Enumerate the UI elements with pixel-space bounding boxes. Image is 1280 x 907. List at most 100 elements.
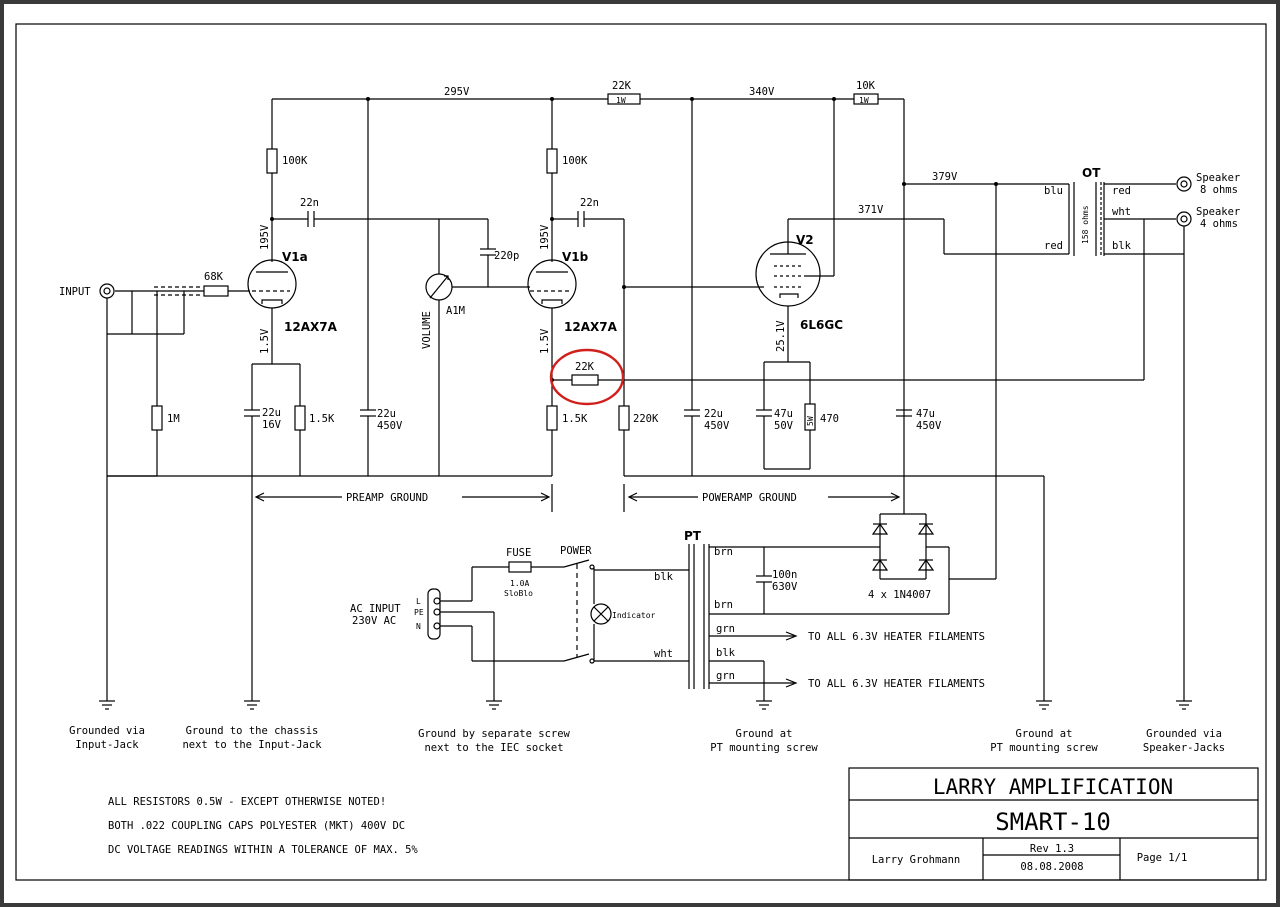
ground-symbols: [99, 700, 1192, 710]
components-r_22k_rail_w-label: 1W: [616, 96, 626, 105]
tube-v1a: [247, 259, 297, 309]
resistor-22k-1w: [607, 93, 641, 105]
components-diodes-label: 4 x 1N4007: [868, 589, 931, 601]
grounds-g6b-label: Speaker-Jacks: [1143, 742, 1225, 754]
components-r_10k_rail-label: 10K: [856, 80, 876, 92]
resistor-22k-feedback: [571, 374, 599, 386]
grounds-g4b-label: PT mounting screw: [710, 742, 818, 754]
grounds-g2a-label: Ground to the chassis: [186, 725, 319, 737]
components-ot_red-label: red: [1112, 185, 1131, 197]
voltages-v1a_cathode-label: 1.5V: [259, 328, 271, 354]
components-c_22n_a-label: 22n: [300, 197, 319, 209]
components-v1b-label: V1b: [562, 250, 589, 264]
revision: Rev 1.3: [1030, 843, 1074, 855]
components-ot_wht-label: wht: [1112, 206, 1131, 218]
components-r_470-label: 470: [820, 413, 839, 425]
speaker-jack-8: [1176, 176, 1192, 192]
components-power-label: POWER: [560, 545, 592, 557]
voltages-rail_screen-label: 371V: [858, 204, 884, 216]
components-fuse_val1-label: 1.0A: [510, 579, 529, 588]
resistor-1m: [151, 405, 163, 431]
components-r_100k_b-label: 100K: [562, 155, 588, 167]
voltages-v2_cathode-label: 25.1V: [775, 320, 787, 352]
components-pot_label-label: VOLUME: [421, 311, 433, 349]
components-r_1m-label: 1M: [167, 413, 180, 425]
resistor-1k5-a: [294, 405, 306, 431]
components-ac_l-label: L: [416, 597, 421, 606]
company-name: LARRY AMPLIFICATION: [933, 775, 1173, 799]
components-c_47u_450_v-label: 47u: [916, 408, 935, 420]
iec-socket: [427, 588, 441, 640]
components-c_22u_16_r-label: 16V: [262, 419, 282, 431]
grounds-g1a-label: Grounded via: [69, 725, 145, 737]
components-pot-label: A1M: [446, 305, 465, 317]
components-tube_6l6-label: 6L6GC: [800, 318, 843, 332]
voltage-295: 295V: [444, 86, 470, 98]
resistor-10k-1w: [853, 93, 879, 105]
components-r_10k_rail_w-label: 1W: [859, 96, 869, 105]
note-2: BOTH .022 COUPLING CAPS POLYESTER (MKT) …: [108, 820, 405, 832]
author: Larry Grohmann: [872, 854, 961, 866]
resistor-100k-v1a: [266, 148, 278, 174]
components-ac2-label: 230V AC: [352, 615, 396, 627]
components-c_100n_v-label: 100n: [772, 569, 797, 581]
components-ac_pe-label: PE: [414, 608, 424, 617]
components-c_22u_450_b_v-label: 22u: [704, 408, 723, 420]
components-r_1k5_a-label: 1.5K: [309, 413, 335, 425]
components-ot_blu-label: blu: [1044, 185, 1063, 197]
components-spk4_a-label: Speaker: [1196, 206, 1240, 218]
model-name: SMART-10: [995, 808, 1111, 836]
components-poweramp_ground-label: POWERAMP GROUND: [702, 492, 797, 504]
components-pt_brn1-label: brn: [714, 546, 733, 558]
components-pt-label: PT: [684, 529, 702, 543]
components-ac_n-label: N: [416, 622, 421, 631]
components-heater2-label: TO ALL 6.3V HEATER FILAMENTS: [808, 678, 985, 690]
resistor-220k: [618, 405, 630, 431]
grounds-g4a-label: Ground at: [736, 728, 793, 740]
highlight-circle: [549, 348, 625, 406]
components-c_22u_450_a_v-label: 22u: [377, 408, 396, 420]
components-c_220p-label: 220p: [494, 250, 519, 262]
components-tube_12ax7_a-label: 12AX7A: [284, 320, 338, 334]
components-c_22u_16_v-label: 22u: [262, 407, 281, 419]
components-r_22k_rail-label: 22K: [612, 80, 632, 92]
fuse: [508, 561, 532, 573]
components-spk8_b-label: 8 ohms: [1200, 184, 1238, 196]
components-c_47u_50_v-label: 47u: [774, 408, 793, 420]
components-r_220k-label: 220K: [633, 413, 659, 425]
components-tube_12ax7_b-label: 12AX7A: [564, 320, 618, 334]
components-r_470_w-label: 5W: [806, 416, 815, 426]
components-r_100k_a-label: 100K: [282, 155, 308, 167]
grounds-g6a-label: Grounded via: [1146, 728, 1222, 740]
components-c_47u_50_r-label: 50V: [774, 420, 794, 432]
components-pt_wht-label: wht: [654, 648, 673, 660]
components-ac1-label: AC INPUT: [350, 603, 401, 615]
components-ot-label: OT: [1082, 166, 1101, 180]
components-pt_grn1-label: grn: [716, 623, 735, 635]
speaker-jack-4: [1176, 211, 1192, 227]
components-v1a-label: V1a: [282, 250, 308, 264]
input-label: INPUT: [59, 286, 91, 298]
schematic-sheet: 295V 340V 22K 1W 10K 1W 100K 100K INPUT …: [4, 4, 1276, 903]
components-c_22n_b-label: 22n: [580, 197, 599, 209]
components-r_68k-label: 68K: [204, 271, 224, 283]
voltages-v1b_cathode-label: 1.5V: [539, 328, 551, 354]
note-3: DC VOLTAGE READINGS WITHIN A TOLERANCE O…: [108, 844, 418, 856]
components-heater1-label: TO ALL 6.3V HEATER FILAMENTS: [808, 631, 985, 643]
components-spk8_a-label: Speaker: [1196, 172, 1240, 184]
components-indicator-label: Indicator: [612, 611, 656, 620]
title-block: [848, 767, 1259, 881]
resistor-100k-v1b: [546, 148, 558, 174]
amplifier-schematic: 295V 340V 22K 1W 10K 1W 100K 100K INPUT …: [15, 23, 1267, 881]
date: 08.08.2008: [1020, 861, 1083, 873]
input-jack: [99, 283, 115, 299]
components-fuse_val2-label: SloBlo: [504, 589, 533, 598]
grounds-g3a-label: Ground by separate screw: [418, 728, 570, 740]
tube-v1b: [527, 259, 577, 309]
components-ot_ohms-label: 158 ohms: [1081, 205, 1090, 244]
components-r_1k5_b-label: 1.5K: [562, 413, 588, 425]
indicator-lamp: [590, 603, 612, 625]
components-pt_blk2-label: blk: [716, 647, 736, 659]
components-ot_red_pri-label: red: [1044, 240, 1063, 252]
page-number: Page 1/1: [1137, 852, 1188, 864]
